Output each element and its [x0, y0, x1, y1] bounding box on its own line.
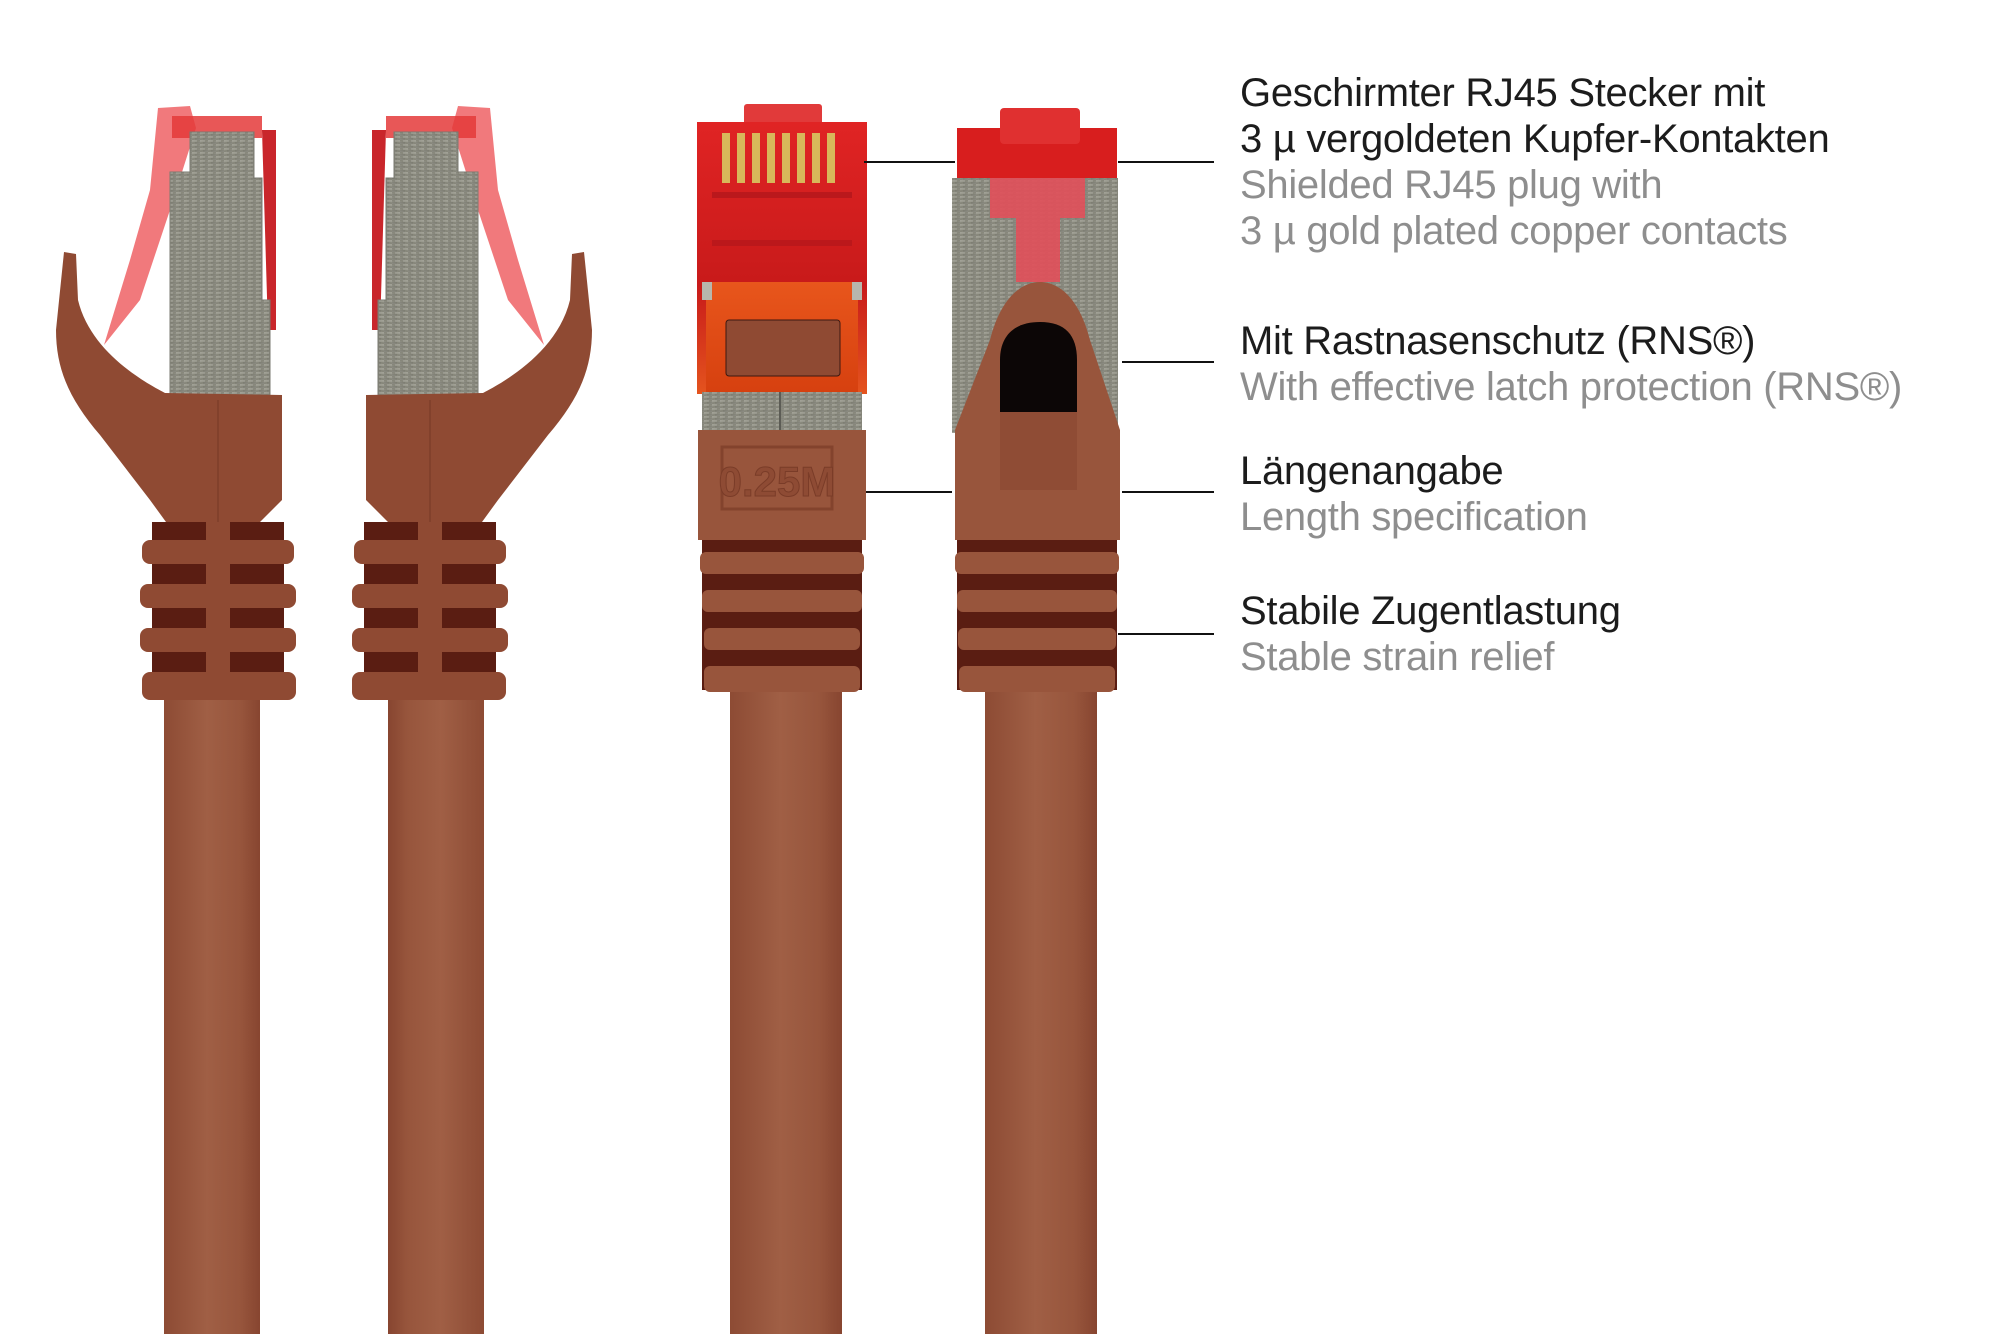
- boot: [56, 252, 282, 522]
- callout-en-line: Length specification: [1240, 495, 1588, 539]
- metal-shield: [377, 131, 479, 396]
- front-view-contacts: 0.25M: [697, 104, 867, 1334]
- strain-relief-ribs: [352, 522, 508, 700]
- latch: [452, 106, 544, 345]
- strain-relief-ribs: [955, 540, 1119, 692]
- length-marking: 0.25M: [719, 458, 836, 505]
- callout-latch-protection: Mit Rastnasenschutz (RNS®) With effectiv…: [1240, 318, 1902, 410]
- cable: [164, 690, 260, 1334]
- callout-de-line: Geschirmter RJ45 Stecker mit: [1240, 71, 1766, 115]
- metal-shield: [702, 392, 862, 432]
- callout-shielded-plug: Geschirmter RJ45 Stecker mit 3 µ vergold…: [1240, 70, 1830, 254]
- callout-de-line: 3 µ vergoldeten Kupfer-Kontakten: [1240, 117, 1830, 161]
- callout-length-specification: Längenangabe Length specification: [1240, 448, 1588, 540]
- back-view-latch: [952, 108, 1120, 1334]
- latch: [104, 106, 196, 345]
- callout-de-line: Längenangabe: [1240, 449, 1504, 493]
- metal-shield: [169, 131, 271, 396]
- side-view-right: [352, 106, 592, 1334]
- cable: [985, 690, 1097, 1334]
- callout-strain-relief: Stabile Zugentlastung Stable strain reli…: [1240, 588, 1621, 680]
- callout-en-line: With effective latch protection (RNS®): [1240, 365, 1903, 409]
- callout-de-line: Stabile Zugentlastung: [1240, 589, 1621, 633]
- strain-relief-ribs: [700, 540, 864, 692]
- boot: [366, 252, 592, 522]
- strain-relief-ribs: [140, 522, 296, 700]
- cable: [730, 690, 842, 1334]
- latch: [990, 178, 1085, 282]
- callout-en-line: Shielded RJ45 plug with: [1240, 163, 1663, 207]
- side-view-left: [56, 106, 296, 1334]
- cable: [388, 690, 484, 1334]
- callout-en-line: Stable strain relief: [1240, 635, 1555, 679]
- callout-de-line: Mit Rastnasenschutz (RNS®): [1240, 319, 1756, 363]
- leader-lines: [864, 161, 1214, 635]
- gold-contacts: [722, 133, 835, 183]
- callout-en-line: 3 µ gold plated copper contacts: [1240, 209, 1788, 253]
